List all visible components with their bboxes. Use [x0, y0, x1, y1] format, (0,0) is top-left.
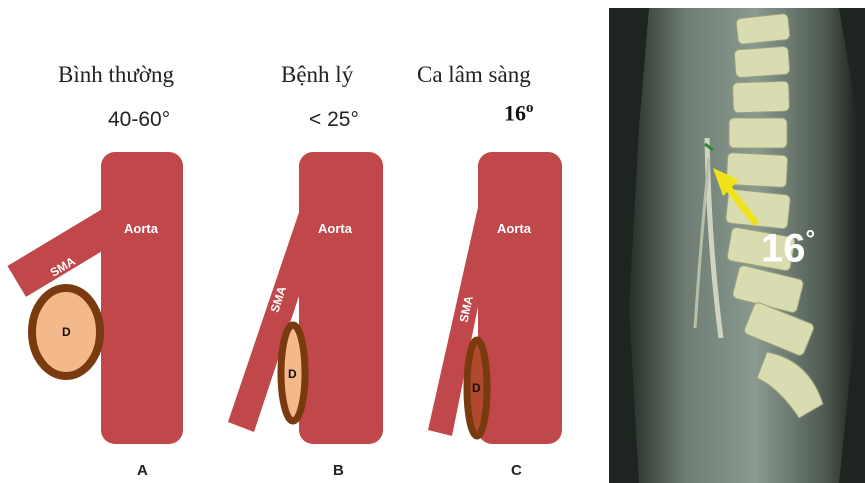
- panel-c-duodenum-label: D: [472, 381, 481, 395]
- ct-angle-unit: °: [806, 226, 816, 253]
- panel-b-duodenum-label: D: [288, 367, 297, 381]
- panel-b: Aorta SMA D: [228, 152, 383, 444]
- panel-a-duodenum-label: D: [62, 325, 71, 339]
- ct-angle-value: 16: [761, 226, 806, 270]
- ct-scan-drawing: [609, 8, 865, 483]
- panel-b-letter: B: [333, 462, 344, 479]
- panel-a-letter: A: [137, 462, 148, 479]
- panel-c-aorta-label: Aorta: [497, 221, 532, 236]
- ct-angle-label: 16°: [761, 226, 815, 271]
- panel-c-letter: C: [511, 462, 522, 479]
- panel-a-aorta-label: Aorta: [124, 221, 159, 236]
- panel-a: Aorta SMA D: [7, 152, 183, 444]
- ct-sagittal-image: 16°: [609, 8, 865, 483]
- panel-c: Aorta SMA D: [428, 152, 562, 444]
- panel-b-aorta-label: Aorta: [318, 221, 353, 236]
- panel-a-aorta: [101, 152, 183, 444]
- sma-aorta-diagram: Aorta SMA D Aorta SMA D Aorta SMA D: [0, 0, 609, 483]
